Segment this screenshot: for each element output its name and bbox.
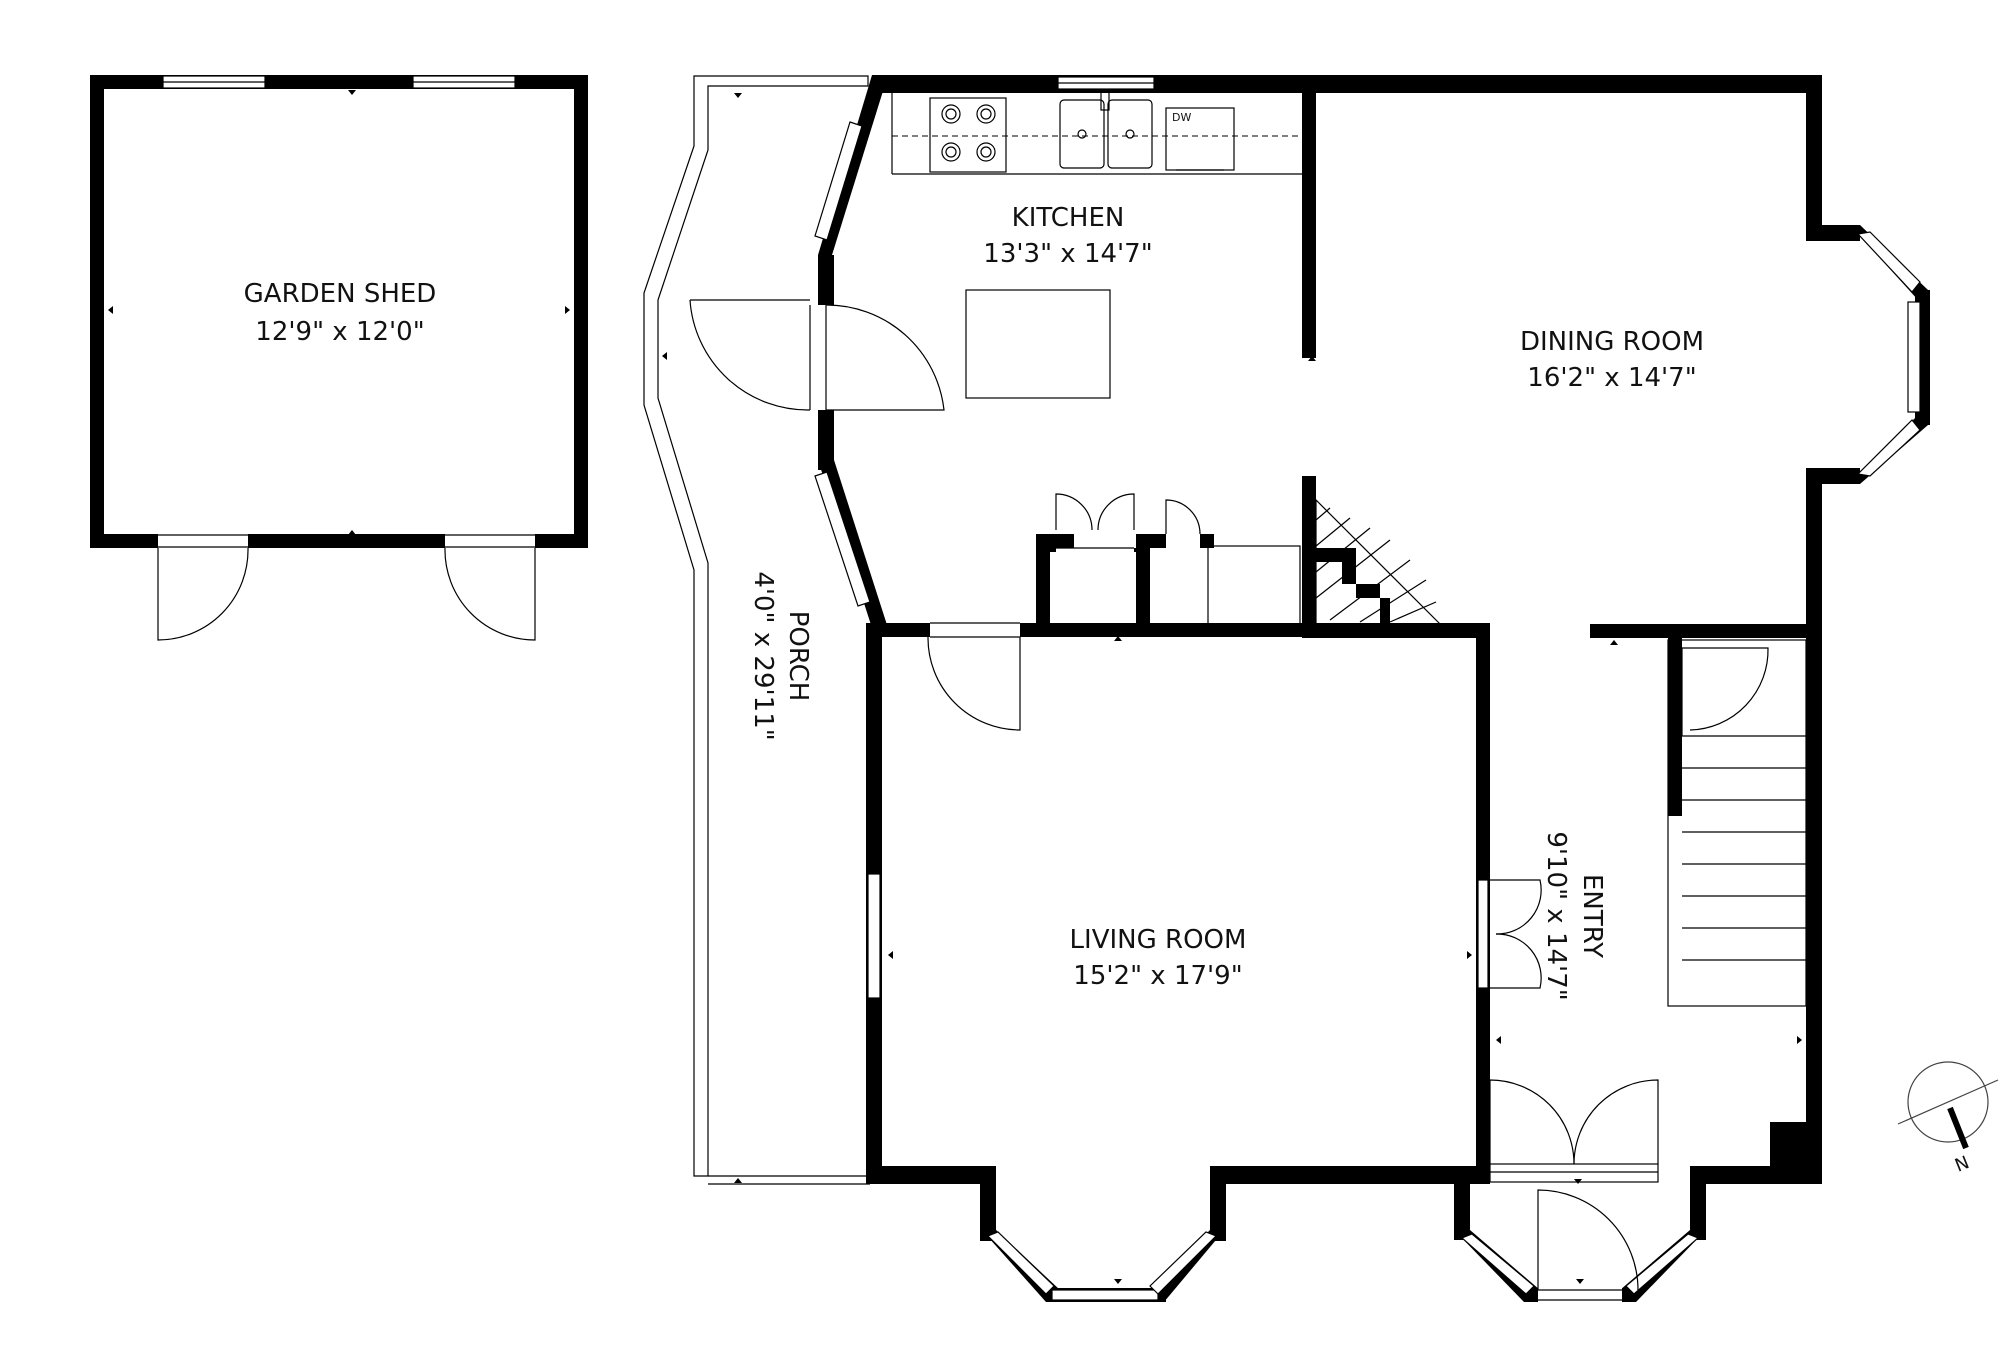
entry-bay-window-3 xyxy=(1625,1233,1700,1295)
top-wall xyxy=(872,75,1820,93)
living-room-dims: 15'2" x 17'9" xyxy=(1073,961,1242,991)
garden-shed-name: GARDEN SHED xyxy=(244,279,437,309)
dishwasher-label: DW xyxy=(1172,111,1191,124)
kitchen-cabinet xyxy=(1207,545,1301,625)
hatch xyxy=(1315,507,1437,623)
dining-bay-window-2 xyxy=(1907,301,1921,413)
living-room-name: LIVING ROOM xyxy=(1070,925,1247,955)
kitchen-island xyxy=(965,289,1111,399)
shed-door-right[interactable] xyxy=(444,547,536,641)
porch-name: PORCH xyxy=(783,611,813,702)
garden-shed-dims: 12'9" x 12'0" xyxy=(255,317,424,347)
kitchen-window-upper xyxy=(814,121,863,241)
dimension-markers xyxy=(888,353,1802,1284)
cooktop xyxy=(929,97,1007,173)
porch: PORCH 4'0" x 29'11" xyxy=(643,75,870,1185)
pantry-door-left[interactable] xyxy=(1055,493,1093,531)
entry-bay-window-1 xyxy=(1460,1233,1535,1295)
dining-room-dims: 16'2" x 14'7" xyxy=(1527,363,1696,393)
stair-closet-door[interactable] xyxy=(1682,647,1769,731)
dining-bay-window-1 xyxy=(1856,231,1921,293)
living-window-left xyxy=(867,873,881,999)
north-arrow-icon: N xyxy=(1897,1061,1999,1177)
entry-closet-door[interactable] xyxy=(1490,879,1542,935)
living-bay-window-2 xyxy=(1051,1289,1159,1301)
dining-entry-wall xyxy=(1590,624,1822,638)
staircase xyxy=(1667,639,1807,1007)
kitchen-name: KITCHEN xyxy=(1012,203,1125,233)
house-walls xyxy=(689,75,1930,1302)
right-wall-lower xyxy=(1806,468,1822,1184)
kitchen-fixtures: DW xyxy=(891,76,1302,399)
sink-right xyxy=(1107,99,1153,169)
shed-wall-right xyxy=(574,75,588,548)
living-bay-window-1 xyxy=(986,1231,1055,1295)
right-wall-upper xyxy=(1806,75,1822,240)
kitchen-dims: 13'3" x 14'7" xyxy=(983,239,1152,269)
entry-dims: 9'10" x 14'7" xyxy=(1541,831,1571,1000)
front-door-right[interactable] xyxy=(1573,1079,1659,1165)
pantry-door-right[interactable] xyxy=(1097,493,1135,531)
garden-shed: GARDEN SHED 12'9" x 12'0" xyxy=(90,75,588,641)
dining-bay-window-3 xyxy=(1856,419,1921,477)
kitchen-porch-door[interactable] xyxy=(825,304,945,411)
compass-label: N xyxy=(1952,1152,1972,1177)
kitchen-dining-wall xyxy=(1302,90,1316,358)
sink-left xyxy=(1059,99,1105,169)
living-door[interactable] xyxy=(927,636,1021,731)
entry-name: ENTRY xyxy=(1577,874,1607,958)
vestibule-door[interactable] xyxy=(1537,1189,1639,1291)
living-bay-window-3 xyxy=(1149,1231,1218,1295)
shed-door-left[interactable] xyxy=(157,547,249,641)
stair-treads xyxy=(1682,735,1806,961)
shed-wall-left xyxy=(90,75,104,548)
front-door-left[interactable] xyxy=(1489,1079,1575,1165)
closet-door[interactable] xyxy=(1165,499,1201,535)
porch-dims: 4'0" x 29'11" xyxy=(748,571,778,740)
porch-outline xyxy=(643,75,869,1177)
dining-room-name: DINING ROOM xyxy=(1520,327,1704,357)
kitchen-window-lower xyxy=(814,471,871,607)
